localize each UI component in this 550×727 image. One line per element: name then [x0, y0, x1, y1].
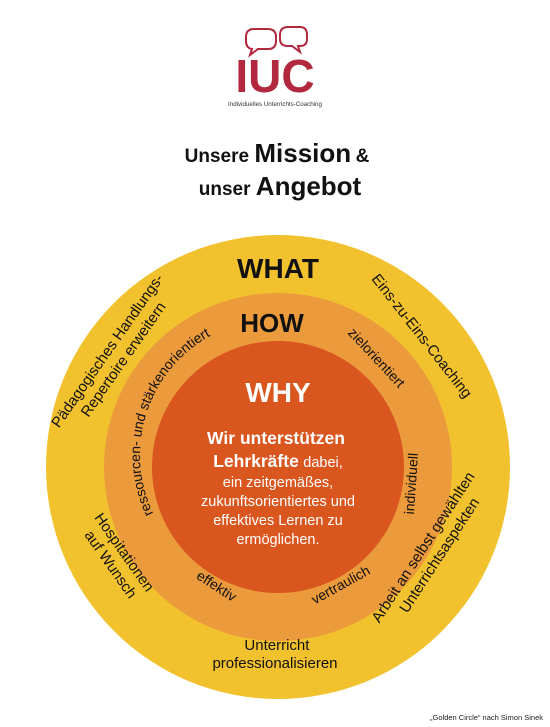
what-item-bottom-line2: professionalisieren	[212, 655, 337, 672]
why-line-2-bold: Lehrkräfte	[213, 451, 299, 471]
how-heading: HOW	[240, 308, 304, 338]
what-item-bottom: Unterricht professionalisieren	[212, 637, 337, 672]
why-line-2: Lehrkräfte dabei,	[213, 451, 343, 471]
page-title-line1: Unsere Mission &	[185, 138, 370, 168]
iuc-logo: IUC Individuelles Unterrichts-Coaching	[228, 26, 323, 108]
why-line-5: effektives Lernen zu	[213, 513, 343, 529]
why-line-6: ermöglichen.	[236, 532, 319, 548]
why-heading: WHY	[245, 377, 311, 408]
title-line1-bold: Mission	[254, 138, 351, 168]
logo-subtitle: Individuelles Unterrichts-Coaching	[228, 101, 322, 108]
title-line2-bold: Angebot	[256, 171, 362, 201]
what-heading: WHAT	[237, 253, 319, 284]
what-item-bottom-line1: Unterricht	[244, 637, 310, 654]
title-line2-prefix: unser	[199, 179, 256, 200]
why-line-3: ein zeitgemäßes,	[223, 475, 333, 491]
source-credit: „Golden Circle“ nach Simon Sinek	[430, 713, 543, 722]
title-line1-suffix: &	[356, 146, 370, 167]
why-line-2-rest: dabei,	[303, 455, 343, 471]
page-title-line2: unser Angebot	[199, 171, 362, 201]
speech-bubbles-icon	[245, 26, 308, 58]
how-item-right: individuell	[401, 452, 421, 514]
why-line-4: zukunftsorientiertes und	[201, 494, 355, 510]
why-core	[152, 341, 404, 593]
logo-letters: IUC	[235, 50, 314, 102]
title-line1-prefix: Unsere	[185, 146, 255, 167]
why-statement: Wir unterstützen Lehrkräfte dabei, ein z…	[201, 428, 355, 548]
why-line-1: Wir unterstützen	[207, 428, 345, 448]
